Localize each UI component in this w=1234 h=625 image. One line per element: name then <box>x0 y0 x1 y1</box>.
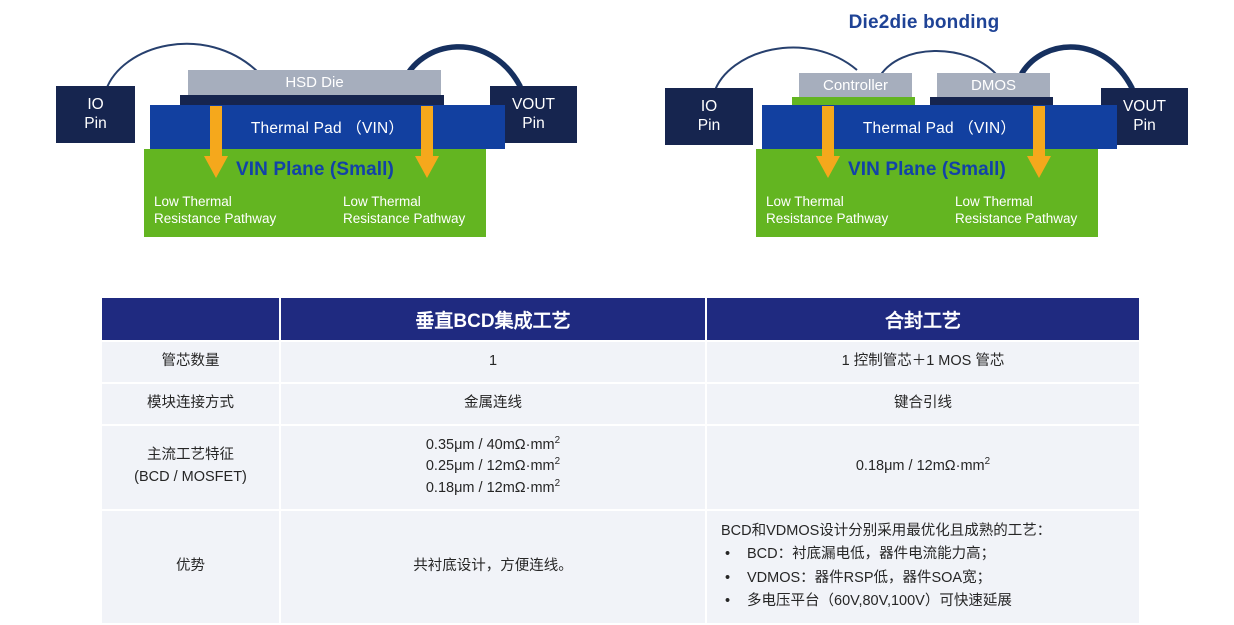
vin-plane-label: VIN Plane (Small) <box>236 159 394 180</box>
advantages-lead: BCD和VDMOS设计分别采用最优化且成熟的工艺： <box>721 522 1052 539</box>
io-pin-label-line2: Pin <box>697 116 721 134</box>
controller-die-attach <box>792 97 915 105</box>
bondwire-io-right <box>713 46 858 94</box>
io-pin-label-line1: IO <box>700 97 718 115</box>
vout-pin-label-line2: Pin <box>522 114 545 132</box>
io-pin-label-line2: Pin <box>84 114 107 132</box>
table-header-blank <box>102 298 279 340</box>
process-line: 0.18μm / 12mΩ·mm2 <box>855 456 991 475</box>
thermal-pad-right: Thermal Pad （VIN） <box>762 105 1117 149</box>
cell-interconnect-copackage: 键合引线 <box>707 383 1139 424</box>
vin-plane-left: VIN Plane (Small) Low Thermal Resistance… <box>144 149 486 237</box>
table-row: 优势 共衬底设计，方便连线。 BCD和VDMOS设计分别采用最优化且成熟的工艺：… <box>102 510 1139 623</box>
row-label-interconnect: 模块连接方式 <box>102 383 279 424</box>
heat-flow-arrow-right <box>415 106 439 178</box>
thermal-pad-label: Thermal Pad （VIN） <box>862 120 1017 137</box>
process-line: 0.18μm / 12mΩ·mm2 <box>425 478 561 496</box>
heat-flow-arrow-left <box>204 106 228 178</box>
io-pin-label-line1: IO <box>87 95 104 113</box>
table-header-row: 垂直BCD集成工艺 合封工艺 <box>102 298 1139 340</box>
diagram-vertical-bcd: IO Pin VOUT Pin HSD Die Thermal Pad （VIN… <box>0 0 620 265</box>
list-item: BCD：衬底漏电低，器件电流能力高； <box>721 543 1131 567</box>
table-header-copackage: 合封工艺 <box>707 298 1139 340</box>
diagram-die2die-bonding: Die2die bonding IO Pin VOUT Pin Controll… <box>614 0 1234 265</box>
heat-flow-arrow-left <box>816 106 840 178</box>
list-item: VDMOS：器件RSP低，器件SOA宽； <box>721 567 1131 591</box>
io-pin-box-left: IO Pin <box>56 86 135 143</box>
vout-pin-label-line1: VOUT <box>511 95 556 113</box>
cell-advantages-copackage: BCD和VDMOS设计分别采用最优化且成熟的工艺： BCD：衬底漏电低，器件电流… <box>707 510 1139 623</box>
pathway-label-right: Low Thermal Resistance Pathway <box>955 194 1078 226</box>
die2die-title: Die2die bonding <box>848 12 1000 33</box>
advantages-bullet-list: BCD：衬底漏电低，器件电流能力高； VDMOS：器件RSP低，器件SOA宽； … <box>721 543 1131 614</box>
row-label-die-count: 管芯数量 <box>102 342 279 382</box>
row-label-advantages: 优势 <box>102 510 279 623</box>
pathway-label-left: Low Thermal Resistance Pathway <box>766 194 889 226</box>
row-label-process-features: 主流工艺特征 (BCD / MOSFET) <box>102 425 279 509</box>
bondwire-vout-right <box>1019 44 1135 91</box>
cell-process-features-copackage: 0.18μm / 12mΩ·mm2 <box>707 425 1139 509</box>
hsd-die-label: HSD Die <box>285 74 344 91</box>
process-line: 0.25μm / 12mΩ·mm2 <box>425 456 561 475</box>
dmos-die-attach <box>930 97 1053 105</box>
vout-pin-label-line1: VOUT <box>1122 97 1167 115</box>
cell-die-count-copackage: 1 控制管芯＋1 MOS 管芯 <box>707 342 1139 382</box>
cell-advantages-bcd: 共衬底设计，方便连线。 <box>281 510 705 623</box>
die-attach-layer-left <box>180 95 444 105</box>
pathway-label-right: Low Thermal Resistance Pathway <box>343 194 466 226</box>
controller-die-label: Controller <box>822 76 889 94</box>
heat-flow-arrow-right <box>1027 106 1051 178</box>
vout-pin-label-line2: Pin <box>1133 116 1156 134</box>
bondwire-die2die <box>879 50 997 77</box>
cell-die-count-bcd: 1 <box>281 342 705 382</box>
comparison-table: 垂直BCD集成工艺 合封工艺 管芯数量 1 1 控制管芯＋1 MOS 管芯 模块… <box>100 296 1141 625</box>
list-item: 多电压平台（60V,80V,100V）可快速延展 <box>721 590 1131 614</box>
thermal-pad-label: Thermal Pad （VIN） <box>250 120 405 137</box>
table-header-vertical-bcd: 垂直BCD集成工艺 <box>281 298 705 340</box>
cell-process-features-bcd: 0.35μm / 40mΩ·mm2 0.25μm / 12mΩ·mm2 0.18… <box>281 425 705 509</box>
thermal-pad-left: Thermal Pad （VIN） <box>150 105 505 149</box>
table-row: 模块连接方式 金属连线 键合引线 <box>102 383 1139 424</box>
dmos-die-label: DMOS <box>971 76 1016 94</box>
pathway-label-left: Low Thermal Resistance Pathway <box>154 194 277 226</box>
hsd-die-block: HSD Die <box>188 70 441 95</box>
controller-die-block: Controller <box>799 73 912 97</box>
io-pin-box-right: IO Pin <box>665 88 753 145</box>
table-row: 主流工艺特征 (BCD / MOSFET) 0.35μm / 40mΩ·mm2 … <box>102 425 1139 509</box>
dmos-die-block: DMOS <box>937 73 1050 97</box>
bondwire-group-right <box>713 44 1135 94</box>
vin-plane-label: VIN Plane (Small) <box>848 159 1006 180</box>
cell-interconnect-bcd: 金属连线 <box>281 383 705 424</box>
table-row: 管芯数量 1 1 控制管芯＋1 MOS 管芯 <box>102 342 1139 382</box>
vin-plane-right: VIN Plane (Small) Low Thermal Resistance… <box>756 149 1098 237</box>
process-line: 0.35μm / 40mΩ·mm2 <box>425 434 561 453</box>
